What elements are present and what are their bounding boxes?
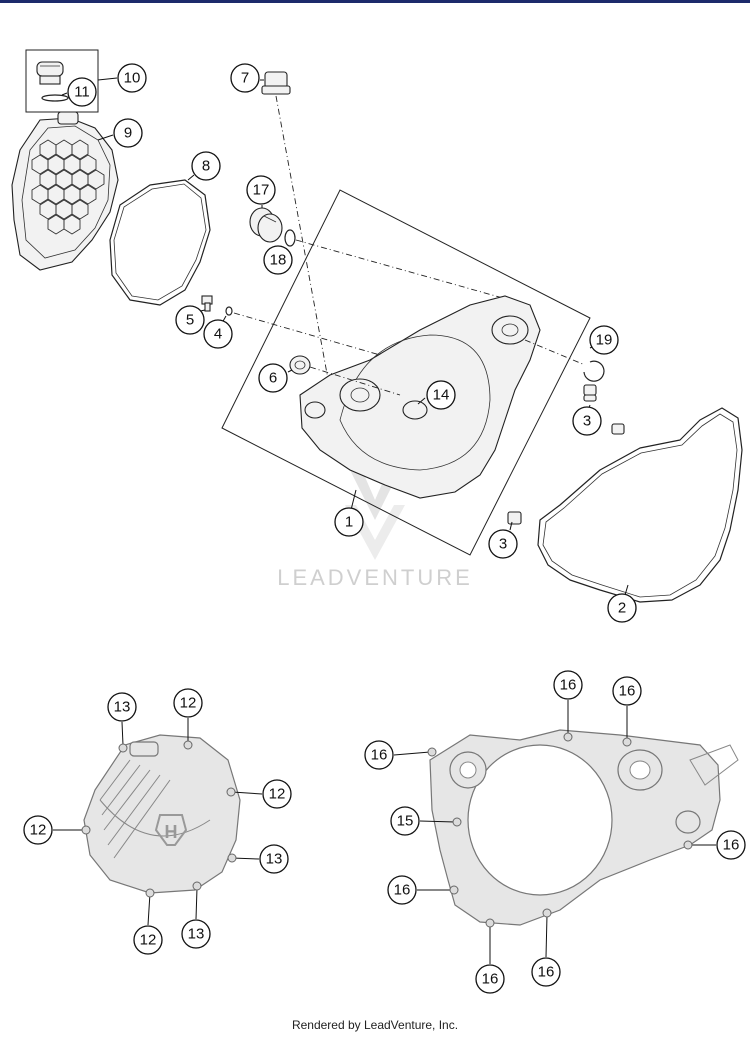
callout-number: 12 [30, 822, 47, 839]
callout-number: 12 [140, 932, 157, 949]
screw-5 [201, 295, 213, 312]
callout-number: 5 [186, 312, 194, 329]
callout-number: 16 [560, 677, 577, 694]
callout-number: 1 [345, 514, 353, 531]
callout-number: 13 [266, 851, 283, 868]
callout-number: 9 [124, 125, 132, 142]
svg-text:H: H [165, 822, 178, 842]
callout-c3a: 3 [572, 406, 602, 436]
callout-c7: 7 [230, 63, 260, 93]
callout-number: 15 [397, 813, 414, 830]
o-ring-11 [41, 94, 69, 102]
callout-number: 16 [394, 882, 411, 899]
callout-c12d: 12 [133, 925, 163, 955]
callout-c14: 14 [426, 380, 456, 410]
callout-number: 13 [188, 926, 205, 943]
clutch-cover-group-box [221, 189, 591, 556]
callout-number: 6 [269, 370, 277, 387]
oil-filler-plug [36, 61, 64, 85]
watermark-text: LEADVENTURE [277, 565, 473, 590]
callout-c8: 8 [191, 151, 221, 181]
callout-number: 19 [596, 332, 613, 349]
callout-c17: 17 [246, 175, 276, 205]
husqvarna-clutch-outer-cover: H [83, 734, 241, 894]
callout-c19: 19 [589, 325, 619, 355]
callout-number: 13 [114, 699, 131, 716]
callout-c2: 2 [607, 593, 637, 623]
callout-number: 2 [618, 600, 626, 617]
callout-number: 3 [583, 413, 591, 430]
washer-4 [225, 306, 233, 316]
ignition-cover-gasket [109, 179, 211, 306]
o-ring-18 [284, 229, 296, 247]
clutch-cover-inner-view [429, 729, 739, 926]
callout-number: 7 [241, 70, 249, 87]
dowel-pins [507, 384, 625, 525]
callout-c16f: 16 [475, 964, 505, 994]
callout-c13b: 13 [259, 844, 289, 874]
callout-c13c: 13 [181, 919, 211, 949]
bolt-points [81, 732, 693, 928]
top-bar [0, 0, 750, 3]
callout-c16c: 16 [364, 740, 394, 770]
callout-c12c: 12 [23, 815, 53, 845]
callout-number: 16 [482, 971, 499, 988]
ignition-cover-guard [11, 111, 119, 271]
callout-c10: 10 [117, 63, 147, 93]
callout-c12b: 12 [262, 779, 292, 809]
callout-c15: 15 [390, 806, 420, 836]
callout-number: 16 [723, 837, 740, 854]
callout-number: 17 [253, 182, 270, 199]
callout-c16d: 16 [716, 830, 746, 860]
callout-c16a: 16 [553, 670, 583, 700]
callout-number: 11 [74, 84, 90, 101]
callout-c16g: 16 [531, 957, 561, 987]
callout-c16e: 16 [387, 875, 417, 905]
callout-number: 12 [269, 786, 286, 803]
clutch-cover-gasket [537, 407, 743, 603]
shaft-seal-6 [289, 355, 311, 375]
callout-c16b: 16 [612, 676, 642, 706]
callout-c9: 9 [113, 118, 143, 148]
callout-number: 18 [270, 252, 287, 269]
callout-number: 10 [124, 70, 141, 87]
clutch-cover [299, 295, 541, 499]
callout-c1: 1 [334, 507, 364, 537]
callout-c18: 18 [263, 245, 293, 275]
callout-c3b: 3 [488, 529, 518, 559]
callout-number: 4 [214, 326, 222, 343]
footer-credit: Rendered by LeadVenture, Inc. [291, 1018, 459, 1032]
callout-number: 16 [371, 747, 388, 764]
husqvarna-logo: H [154, 814, 188, 846]
callout-c12a: 12 [173, 688, 203, 718]
callout-number: 16 [538, 964, 555, 981]
callout-c11: 11 [67, 77, 97, 107]
callout-c4: 4 [203, 319, 233, 349]
callout-number: 8 [202, 158, 210, 175]
callout-number: 16 [619, 683, 636, 700]
callout-number: 3 [499, 536, 507, 553]
callout-c6: 6 [258, 363, 288, 393]
callout-c5: 5 [175, 305, 205, 335]
callout-c13a: 13 [107, 692, 137, 722]
callout-number: 14 [433, 387, 450, 404]
plug-7 [261, 71, 291, 95]
callout-number: 12 [180, 695, 197, 712]
seal-ring-17 [249, 207, 283, 243]
circlip-19 [583, 360, 605, 382]
